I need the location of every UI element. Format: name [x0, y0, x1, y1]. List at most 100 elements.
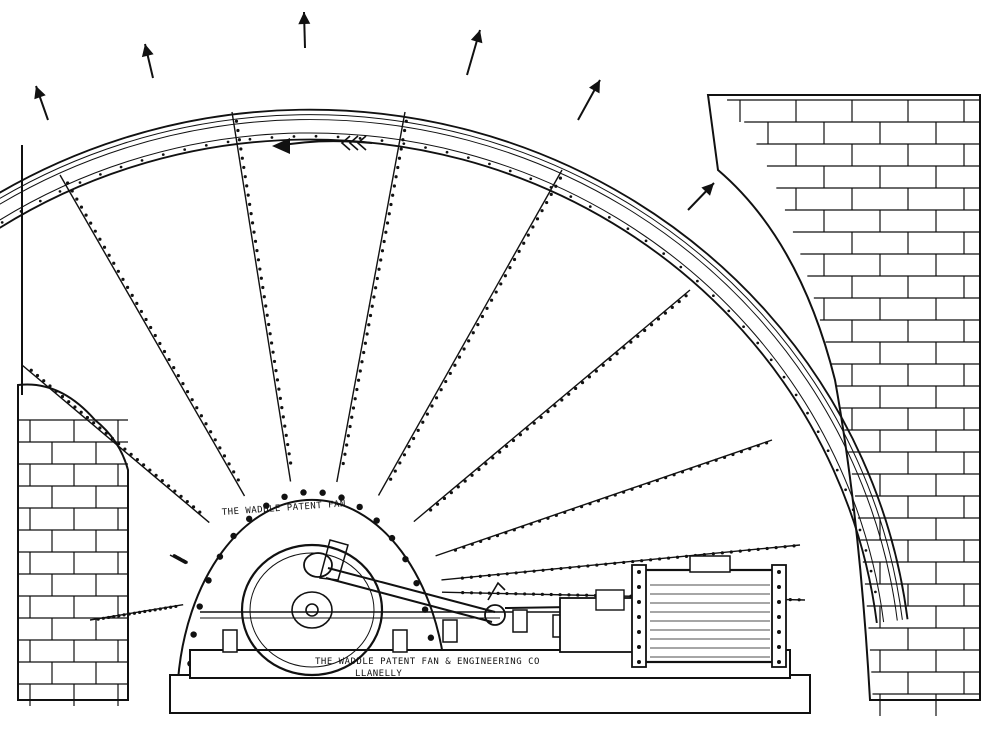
- spoke-rivet: [123, 447, 127, 451]
- spoke-rivet: [453, 363, 457, 367]
- rim-rivet: [78, 181, 82, 184]
- rim-band: [0, 114, 903, 620]
- spoke-rivet: [122, 613, 126, 617]
- spoke-rivet: [143, 609, 147, 614]
- rim-rivet: [662, 252, 666, 255]
- spoke-rivet: [672, 473, 676, 477]
- rim-rivet: [336, 135, 340, 139]
- airflow-arrow-head: [141, 44, 154, 58]
- spoke-rivet: [271, 350, 275, 354]
- rim-rivet: [445, 150, 449, 154]
- spoke-rivet: [79, 205, 84, 209]
- spoke-rivet: [792, 544, 796, 548]
- spoke-rivet: [181, 382, 185, 386]
- spoke-rivet: [714, 458, 718, 462]
- spoke-rivet: [425, 412, 429, 416]
- hub-bolt: [356, 503, 363, 511]
- cover-bolt: [777, 615, 781, 619]
- hub-bolt: [281, 493, 288, 501]
- bearing-pedestal: [442, 619, 458, 643]
- spoke-rivet: [412, 436, 416, 441]
- spoke-rivet: [439, 388, 443, 392]
- rim-rivet: [742, 325, 745, 329]
- spoke-rivet: [684, 554, 689, 558]
- spoke-rivet: [360, 360, 364, 364]
- rim-rivet: [858, 528, 862, 532]
- rim-band: [0, 138, 878, 624]
- spoke-rivet: [783, 545, 787, 549]
- spoke-rivet: [84, 213, 88, 217]
- spoke-rivet: [172, 365, 176, 370]
- rim-rivet: [466, 156, 470, 160]
- spoke-rivet: [402, 453, 407, 457]
- rim-rivet: [99, 173, 102, 176]
- rim-rivet: [248, 137, 252, 141]
- spoke-rivet: [579, 505, 584, 509]
- hub-bolt: [421, 606, 429, 613]
- spoke-rivet: [605, 496, 609, 500]
- spoke-rivet: [585, 593, 589, 597]
- spoke: [21, 364, 210, 524]
- spoke-rivet: [554, 513, 558, 517]
- spoke-rivet: [396, 165, 400, 170]
- rim-rivet: [161, 153, 165, 156]
- spoke-rivet: [461, 591, 465, 595]
- spoke-rivet: [549, 192, 553, 197]
- spoke-rivet: [722, 455, 727, 459]
- bearing-pedestal: [392, 629, 408, 653]
- spoke-rivet: [261, 285, 265, 290]
- spoke-rivet: [377, 267, 381, 271]
- shaft-end: [305, 603, 319, 617]
- crank-pin: [303, 552, 333, 578]
- spoke-rivet: [104, 431, 108, 435]
- spoke-rivet: [462, 545, 466, 549]
- rotation-arrow-fletch: [340, 135, 351, 151]
- spoke-rivet: [198, 510, 202, 514]
- spoke-rivet: [517, 249, 521, 253]
- spoke-rivet: [677, 299, 681, 304]
- spoke-rivet: [560, 398, 564, 402]
- spoke-rivet: [144, 317, 148, 322]
- spoke-rivet: [48, 384, 52, 388]
- rim-rivet: [270, 136, 274, 139]
- spoke-rivet: [209, 430, 213, 434]
- spoke-rivet: [107, 253, 111, 257]
- spoke-rivet: [365, 332, 369, 336]
- spoke-rivet: [363, 341, 367, 345]
- fan-spokes: [21, 111, 806, 628]
- spoke-rivet: [391, 193, 395, 197]
- spoke-rivet: [512, 528, 516, 532]
- cover-bolt: [637, 585, 641, 589]
- cover-bolt: [777, 570, 781, 574]
- spoke-rivet: [92, 421, 96, 425]
- spoke-rivet: [237, 138, 241, 142]
- rim-band: [0, 108, 909, 620]
- airflow-arrow-head: [589, 80, 600, 94]
- valve-lever: [487, 581, 506, 601]
- spoke-rivet: [158, 607, 162, 611]
- spoke-rivet: [487, 573, 491, 578]
- spoke-rivet: [256, 258, 261, 262]
- spoke-rivet: [663, 311, 667, 315]
- spoke-rivet: [358, 369, 362, 373]
- spoke-rivet: [580, 381, 585, 385]
- spoke-rivet: [449, 491, 453, 495]
- rotation-arrow-fletch: [356, 135, 367, 151]
- engine-plate-line2: LLANELLY: [355, 669, 402, 679]
- spoke-rivet: [508, 266, 512, 270]
- spoke-rivet: [101, 616, 105, 620]
- rim-rivet: [727, 309, 731, 313]
- spoke-rivet: [670, 305, 674, 309]
- spoke-rivet: [504, 531, 508, 535]
- spoke-rivet: [453, 548, 458, 552]
- spoke-rivet: [129, 452, 133, 456]
- spoke-rivet: [243, 175, 247, 179]
- spoke-rivet: [154, 473, 158, 477]
- spoke-rivet: [511, 438, 516, 443]
- rim-rivet: [794, 393, 798, 397]
- spoke-rivet: [234, 119, 239, 123]
- spoke: [435, 439, 773, 557]
- spoke-rivet: [456, 485, 460, 489]
- spoke-rivet: [680, 470, 685, 474]
- spoke-rivet: [227, 462, 231, 466]
